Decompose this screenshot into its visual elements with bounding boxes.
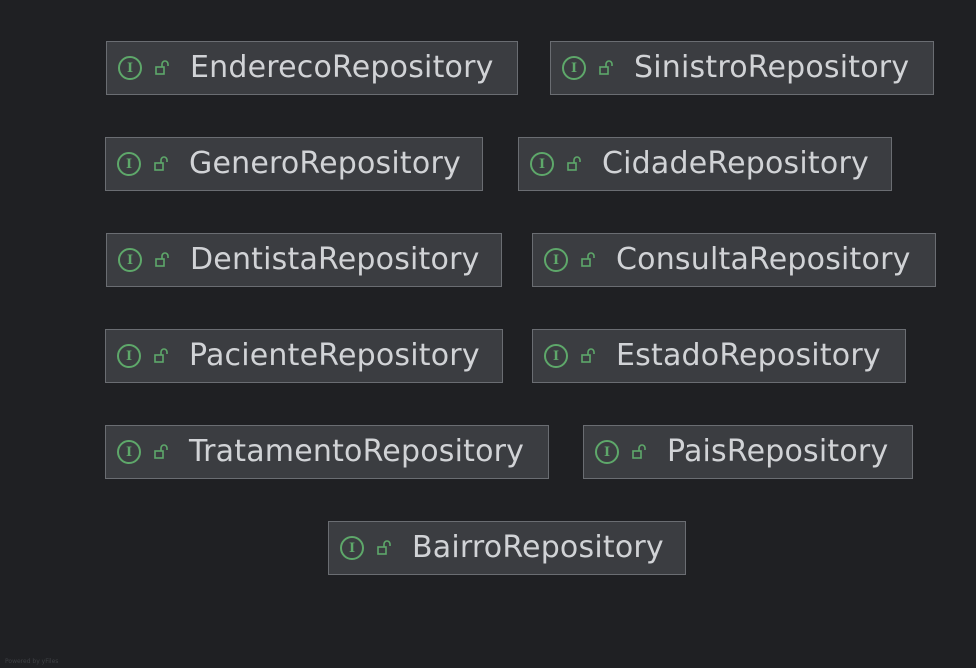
unlocked-lock-icon: [154, 444, 168, 459]
node-label: TratamentoRepository: [189, 434, 525, 469]
powered-by-note: Powered by yFiles: [5, 658, 59, 665]
interface-icon: I: [118, 248, 142, 272]
interface-icon: I: [562, 56, 586, 80]
node-label: GeneroRepository: [189, 146, 461, 181]
unlocked-lock-icon: [154, 348, 168, 363]
interface-icon: I: [117, 440, 141, 464]
node-consulta-repository[interactable]: I ConsultaRepository: [532, 233, 936, 287]
node-sinistro-repository[interactable]: I SinistroRepository: [550, 41, 934, 95]
unlocked-lock-icon: [581, 252, 595, 267]
node-tratamento-repository[interactable]: I TratamentoRepository: [105, 425, 549, 479]
node-cidade-repository[interactable]: I CidadeRepository: [518, 137, 892, 191]
interface-icon: I: [595, 440, 619, 464]
unlocked-lock-icon: [377, 540, 391, 555]
node-label: DentistaRepository: [190, 242, 480, 277]
interface-icon: I: [117, 152, 141, 176]
node-label: EnderecoRepository: [190, 50, 494, 85]
interface-icon: I: [118, 56, 142, 80]
interface-icon: I: [340, 536, 364, 560]
unlocked-lock-icon: [155, 60, 169, 75]
node-label: SinistroRepository: [634, 50, 910, 85]
node-label: ConsultaRepository: [616, 242, 911, 277]
unlocked-lock-icon: [155, 252, 169, 267]
node-label: EstadoRepository: [616, 338, 881, 373]
interface-icon: I: [544, 344, 568, 368]
unlocked-lock-icon: [581, 348, 595, 363]
node-label: PacienteRepository: [189, 338, 480, 373]
unlocked-lock-icon: [632, 444, 646, 459]
interface-icon: I: [544, 248, 568, 272]
node-dentista-repository[interactable]: I DentistaRepository: [106, 233, 502, 287]
node-estado-repository[interactable]: I EstadoRepository: [532, 329, 906, 383]
interface-icon: I: [117, 344, 141, 368]
node-label: PaisRepository: [667, 434, 889, 469]
node-label: CidadeRepository: [602, 146, 869, 181]
node-bairro-repository[interactable]: I BairroRepository: [328, 521, 686, 575]
node-endereco-repository[interactable]: I EnderecoRepository: [106, 41, 518, 95]
unlocked-lock-icon: [599, 60, 613, 75]
node-pais-repository[interactable]: I PaisRepository: [583, 425, 913, 479]
node-genero-repository[interactable]: I GeneroRepository: [105, 137, 483, 191]
interface-icon: I: [530, 152, 554, 176]
node-label: BairroRepository: [412, 530, 664, 565]
unlocked-lock-icon: [567, 156, 581, 171]
unlocked-lock-icon: [154, 156, 168, 171]
node-paciente-repository[interactable]: I PacienteRepository: [105, 329, 503, 383]
